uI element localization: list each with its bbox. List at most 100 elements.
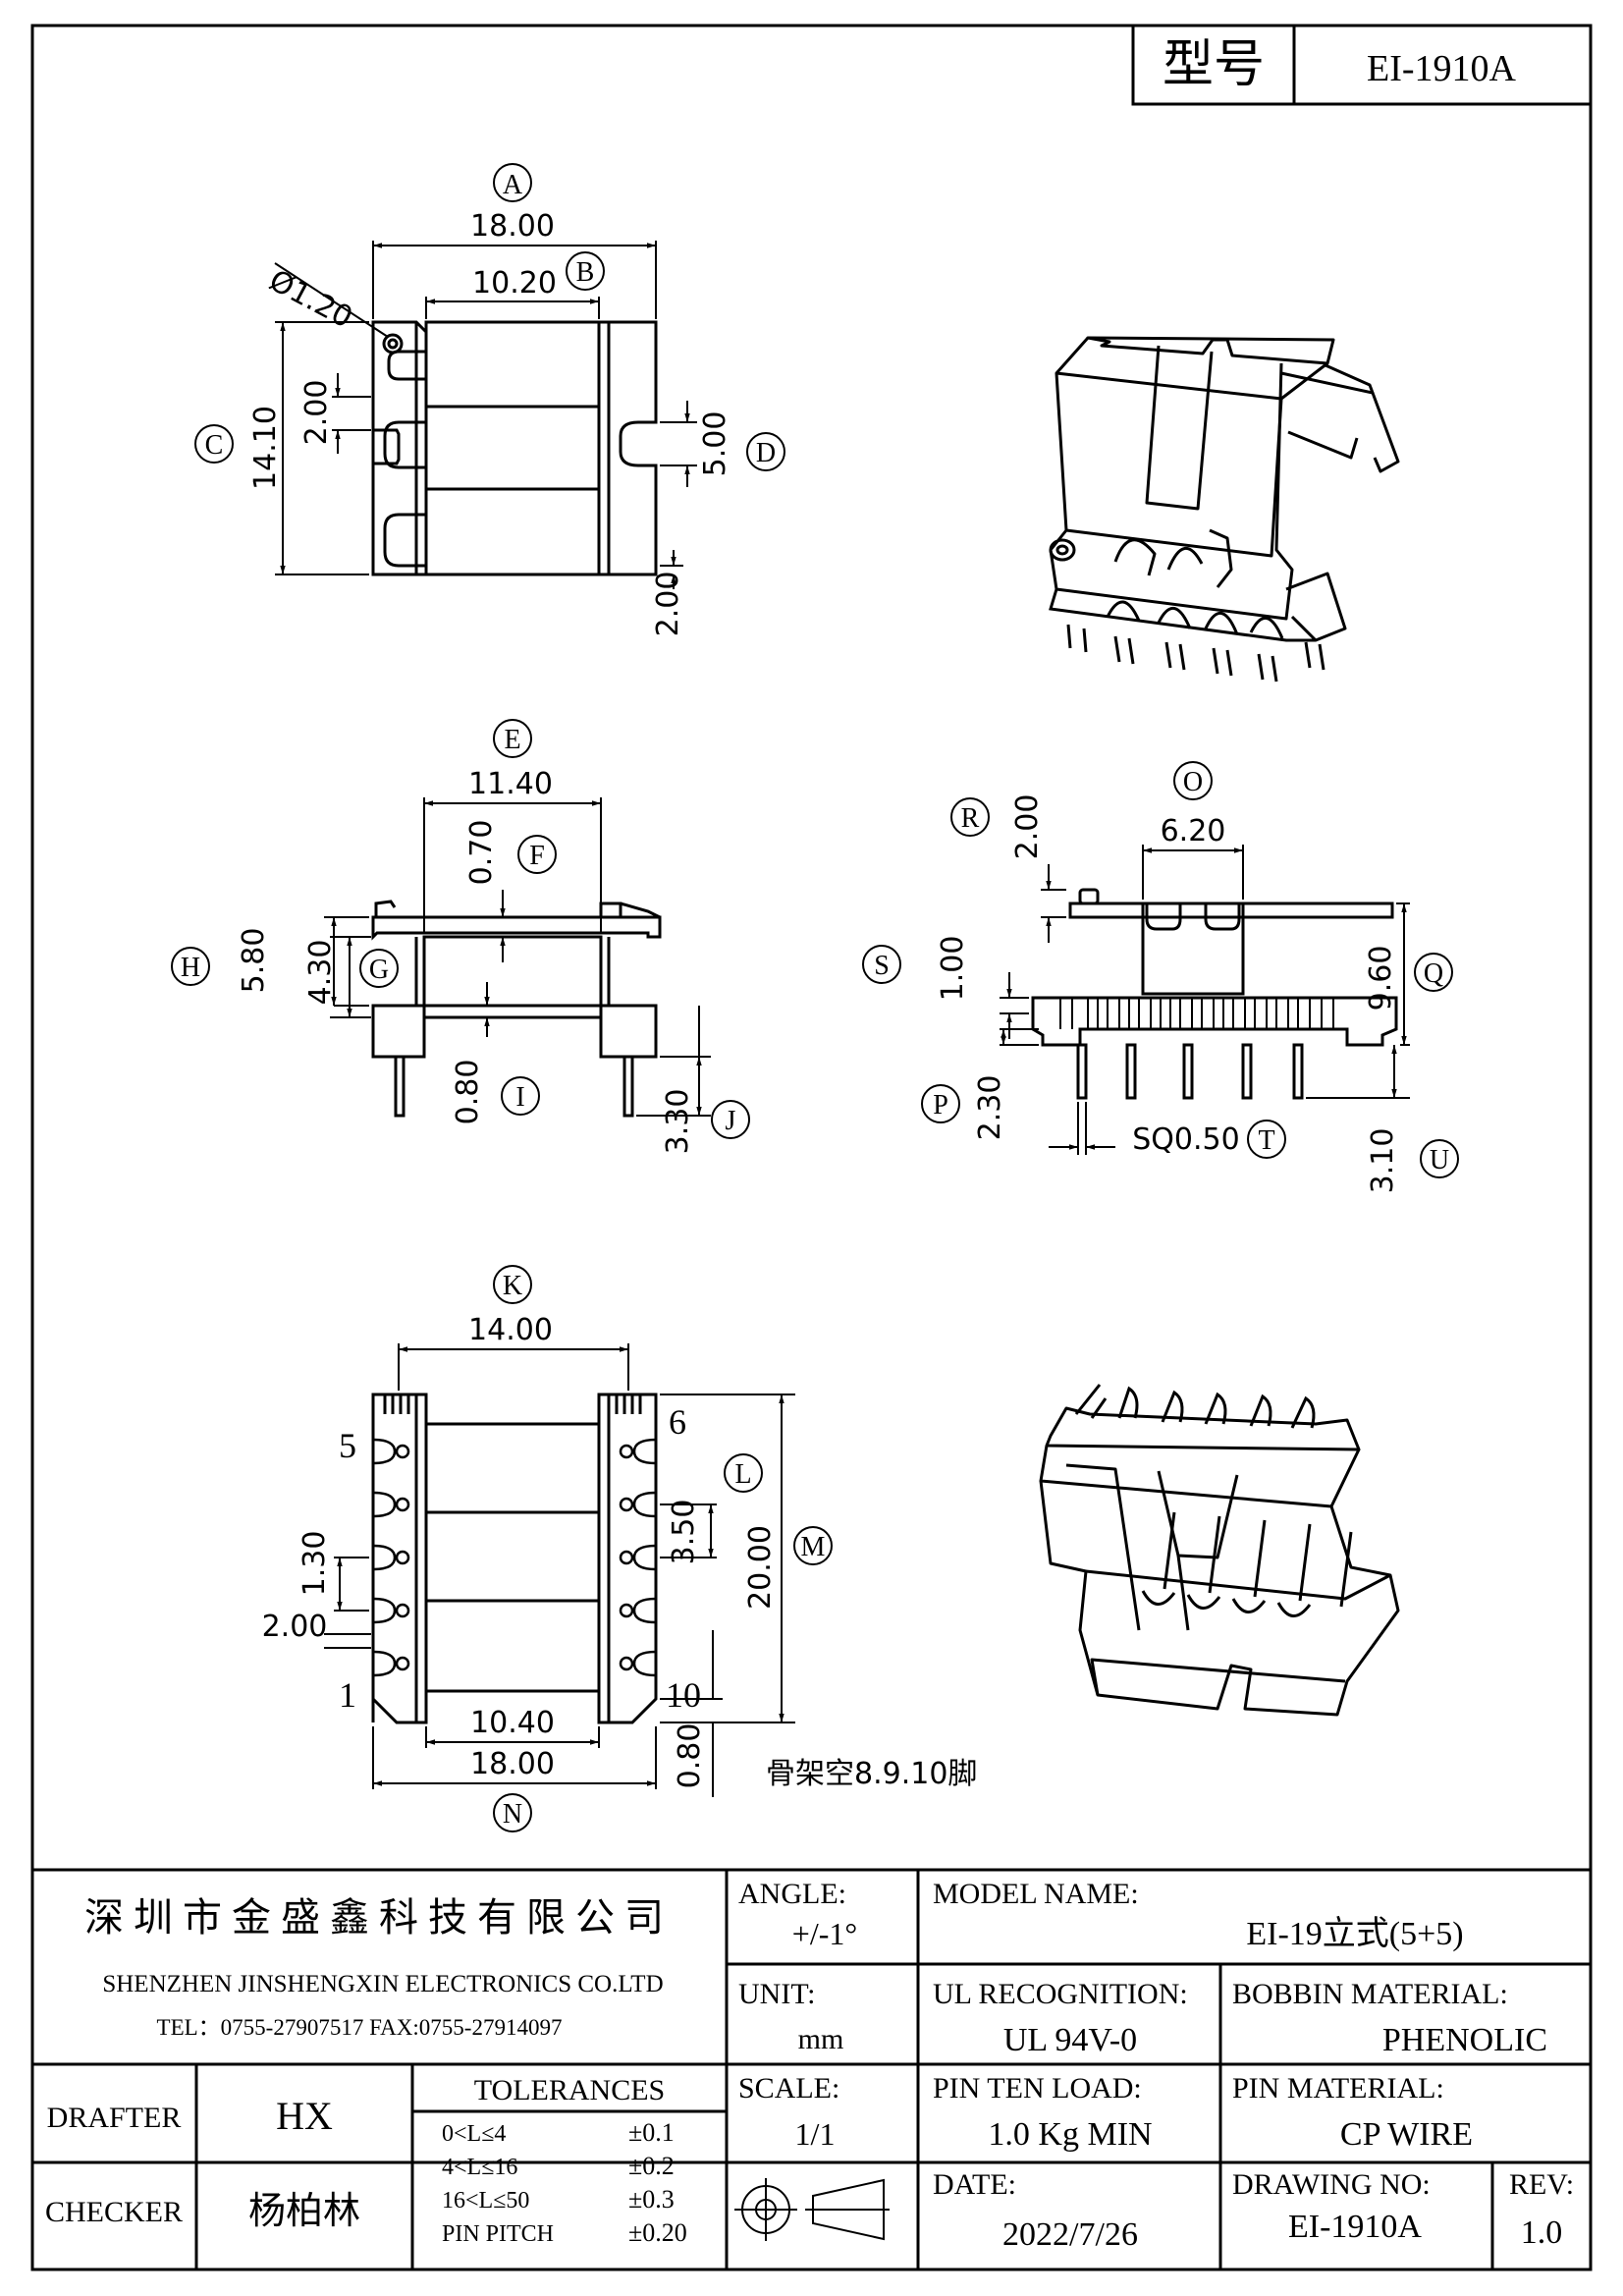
date-label: DATE:: [933, 2168, 1016, 2201]
tolerance-range-1: 0<L≤4: [442, 2121, 506, 2147]
dim-b-value: 10.20: [472, 266, 557, 301]
bottom-view-slots-right: [619, 1438, 657, 1677]
label-l: L: [734, 1459, 751, 1490]
label-g: G: [369, 955, 389, 985]
rev-label: REV:: [1509, 2168, 1574, 2201]
dim-f-value: 0.70: [464, 820, 499, 886]
dim-g-value: 4.30: [303, 940, 338, 1006]
dim-m-value: 20.00: [743, 1525, 778, 1610]
iso-view-top: [1049, 336, 1400, 642]
pin-label-5: 5: [339, 1426, 356, 1465]
ul-label: UL RECOGNITION:: [933, 1978, 1188, 2010]
top-view-dims: [194, 163, 785, 589]
unit-label: UNIT:: [738, 1978, 816, 2010]
rev-value: 1.0: [1521, 2214, 1563, 2251]
label-u: U: [1430, 1145, 1449, 1175]
ul-value: UL 94V-0: [1003, 2022, 1137, 2058]
label-j: J: [726, 1106, 736, 1136]
angle-label: ANGLE:: [738, 1878, 846, 1910]
label-t: T: [1258, 1125, 1274, 1156]
label-m: M: [801, 1532, 826, 1562]
dim-inner-width: 10.40: [470, 1706, 555, 1740]
dim-i-value: 0.80: [451, 1060, 485, 1125]
dim-slot-left: 2.00: [299, 380, 334, 446]
company-name-en: SHENZHEN JINSHENGXIN ELECTRONICS CO.LTD: [102, 1971, 663, 1997]
dim-h-value: 5.80: [237, 928, 271, 994]
pin-material-label: PIN MATERIAL:: [1232, 2072, 1444, 2105]
dim-hole: Ø1.20: [263, 263, 357, 335]
top-view: [371, 320, 658, 576]
pin-load-label: PIN TEN LOAD:: [933, 2072, 1142, 2105]
tolerance-range-4: PIN PITCH: [442, 2221, 554, 2247]
label-d: D: [756, 438, 776, 468]
dim-n-value: 18.00: [470, 1747, 555, 1781]
dim-a-value: 18.00: [470, 209, 555, 244]
title-block-grid: [32, 1868, 1591, 2269]
label-s: S: [874, 951, 890, 981]
tolerance-value-1: ±0.1: [628, 2118, 675, 2147]
tolerance-value-2: ±0.2: [628, 2152, 675, 2180]
side-view-slots: [1059, 998, 1334, 1029]
bottom-view-slots-left: [372, 1438, 410, 1677]
checker-value: 杨柏林: [248, 2191, 360, 2232]
tolerances-label: TOLERANCES: [474, 2074, 665, 2106]
dim-slot-bottom: 2.00: [651, 572, 685, 637]
drawing-no-label: DRAWING NO:: [1232, 2168, 1431, 2201]
dim-d-value: 5.00: [698, 411, 732, 477]
tolerance-range-2: 4<L≤16: [442, 2155, 517, 2180]
iso-view-bottom-pins: [1074, 1384, 1353, 1617]
tolerance-value-4: ±0.20: [628, 2218, 687, 2247]
label-k: K: [503, 1271, 522, 1301]
dim-t-value: SQ0.50: [1132, 1122, 1239, 1157]
model-name-label: MODEL NAME:: [933, 1878, 1139, 1910]
bobbin-material-label: BOBBIN MATERIAL:: [1232, 1978, 1508, 2010]
iso-view-top-pins: [1049, 588, 1325, 683]
dim-pitch: 1.30: [298, 1531, 332, 1597]
dim-slot: 2.00: [262, 1610, 328, 1644]
dim-p-value: 2.30: [973, 1075, 1007, 1141]
drawing-frame: [30, 24, 1593, 2271]
tolerance-value-3: ±0.3: [628, 2185, 675, 2214]
front-view: [371, 900, 662, 1118]
label-a: A: [503, 170, 523, 200]
dim-k-value: 14.00: [468, 1313, 553, 1347]
dim-r-value: 2.00: [1010, 794, 1045, 860]
pin-material-value: CP WIRE: [1340, 2116, 1473, 2153]
scale-value: 1/1: [795, 2116, 836, 2152]
model-name-value: EI-19立式(5+5): [1246, 1915, 1463, 1952]
drawing-no-value: EI-1910A: [1288, 2209, 1422, 2245]
label-f: F: [529, 841, 545, 871]
front-view-dims: [171, 719, 750, 1139]
drafter-value: HX: [276, 2094, 333, 2138]
dim-u-value: 3.10: [1366, 1128, 1400, 1194]
dim-o-value: 6.20: [1161, 814, 1226, 848]
unit-value: mm: [798, 2023, 844, 2055]
dim-pin-offset: 0.80: [673, 1723, 707, 1789]
label-o: O: [1183, 767, 1203, 797]
label-r: R: [961, 803, 980, 834]
company-contact: TEL：0755-27907517 FAX:0755-27914097: [157, 2015, 563, 2040]
tolerance-range-3: 16<L≤50: [442, 2188, 529, 2214]
pin-label-1: 1: [339, 1675, 356, 1715]
pin-label-6: 6: [669, 1402, 686, 1442]
date-value: 2022/7/26: [1002, 2216, 1138, 2253]
label-n: N: [503, 1799, 522, 1830]
iso-view-bottom: [1039, 1406, 1400, 1717]
company-name-cn: 深圳市金盛鑫科技有限公司: [84, 1895, 674, 1940]
label-b: B: [576, 257, 595, 288]
label-e: E: [504, 725, 520, 755]
header-model-value: EI-1910A: [1367, 48, 1517, 89]
label-i: I: [515, 1082, 524, 1113]
bottom-view-dims: [324, 1265, 833, 1832]
label-p: P: [933, 1090, 948, 1121]
label-q: Q: [1424, 958, 1443, 989]
label-c: C: [205, 430, 224, 461]
dim-j-value: 3.30: [661, 1089, 695, 1155]
dim-e-value: 11.40: [468, 767, 553, 801]
dim-q-value: 9.60: [1364, 946, 1398, 1011]
drafter-label: DRAFTER: [47, 2102, 182, 2134]
bobbin-material-value: PHENOLIC: [1382, 2022, 1547, 2058]
side-view-dims: [862, 761, 1459, 1178]
label-h: H: [181, 953, 200, 983]
